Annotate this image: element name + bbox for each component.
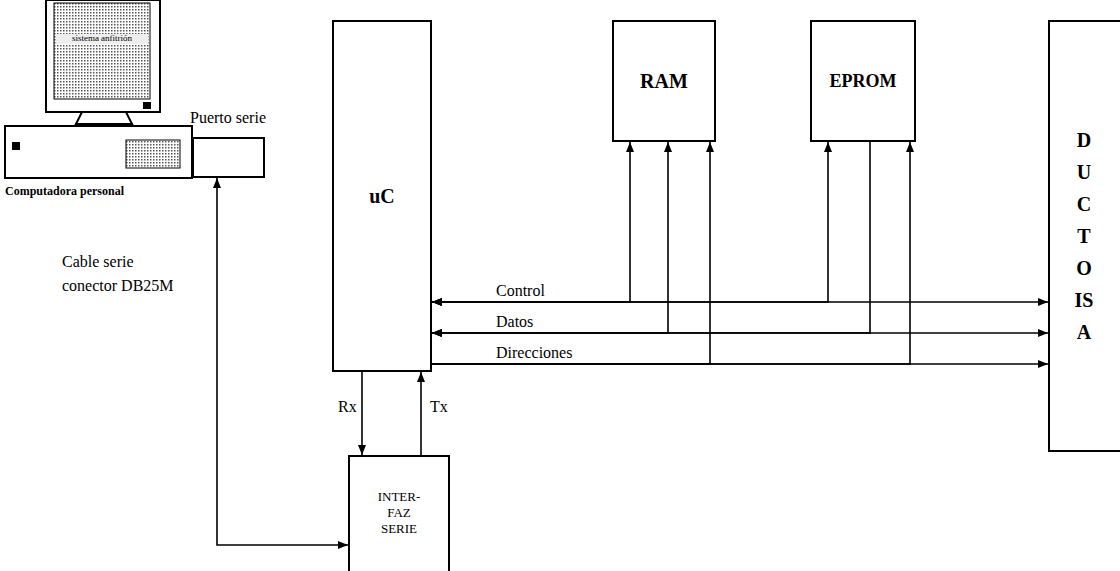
ram-box: RAM [612,20,716,142]
serial-interface-box: INTER- FAZ SERIE [348,455,450,571]
screen-text: sistema anfitrión [56,34,148,44]
monitor-frame [46,0,160,112]
node-label: INTER- FAZ SERIE [371,489,427,538]
tx-line [420,372,422,455]
drive-bay [126,140,180,168]
microcontroller-box: uC [332,20,432,372]
control-branch [432,142,828,302]
edge-label: Direcciones [494,344,574,362]
serial-cable [217,178,348,545]
data-branch [432,142,668,333]
edge-label: Cable serie conector DB25M [60,250,189,298]
node-label: RAM [640,70,688,93]
serial-port-box: Puerto serie [192,137,265,178]
address-branch [432,142,910,364]
node-label: DUCTO ISA [1074,124,1094,348]
edge-label: Datos [494,313,535,331]
power-led [143,102,151,109]
monitor-screen [54,3,150,99]
edge-label: Control [494,282,547,300]
edge-label: Tx [428,398,450,416]
node-label: EPROM [830,71,897,92]
node-label: uC [369,185,395,208]
data-branch [432,142,870,333]
address-branch [432,142,710,364]
rx-line [361,372,363,455]
case-button [12,142,20,150]
node-label: Puerto serie [190,109,266,127]
eprom-box: EPROM [810,20,916,142]
computer-caption: Computadora personal [5,184,124,199]
edge-label: Rx [336,398,359,416]
monitor-stand [76,112,132,124]
isa-bus-box: DUCTO ISA [1048,20,1120,452]
computer-case [5,126,192,178]
control-branch [432,142,630,302]
